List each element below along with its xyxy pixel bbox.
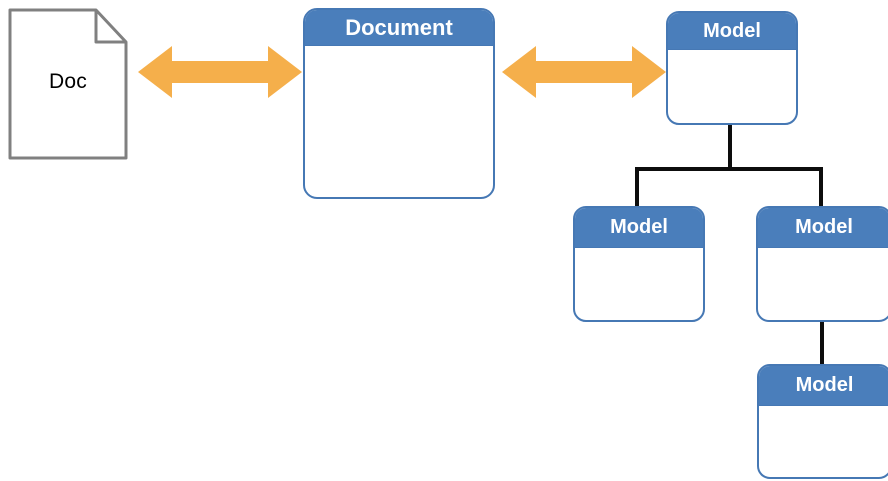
node-model-child[interactable]: Model — [757, 364, 888, 479]
doc-file-shape[interactable] — [8, 8, 128, 160]
node-model-root-title: Model — [703, 19, 761, 42]
document-page-folded-corner-icon — [8, 8, 128, 160]
node-model-child-header: Model — [759, 366, 888, 406]
double-headed-arrow-shape — [138, 46, 302, 98]
connector-root-stem — [728, 124, 732, 170]
node-document[interactable]: Document — [303, 8, 495, 199]
node-model-left-header: Model — [575, 208, 703, 248]
node-document-header: Document — [305, 10, 493, 46]
connector-branch-bar — [635, 167, 823, 171]
double-headed-arrow-icon-doc-to-document[interactable] — [138, 44, 302, 100]
node-model-left-title: Model — [610, 216, 668, 238]
double-headed-arrow-shape — [502, 46, 666, 98]
doc-file-label: Doc — [49, 70, 87, 93]
connector-child-stem — [820, 321, 824, 367]
node-document-title: Document — [345, 14, 453, 40]
connector-left-drop — [635, 167, 639, 209]
node-model-child-title: Model — [795, 374, 854, 396]
node-model-right-title: Model — [795, 216, 853, 238]
double-headed-arrow-icon-document-to-model[interactable] — [502, 44, 666, 100]
node-model-right-header: Model — [758, 208, 888, 248]
node-model-root-header: Model — [668, 13, 796, 50]
connector-right-drop — [819, 167, 823, 209]
node-model-root[interactable]: Model — [666, 11, 798, 125]
node-model-right[interactable]: Model — [756, 206, 888, 322]
node-model-left[interactable]: Model — [573, 206, 705, 322]
